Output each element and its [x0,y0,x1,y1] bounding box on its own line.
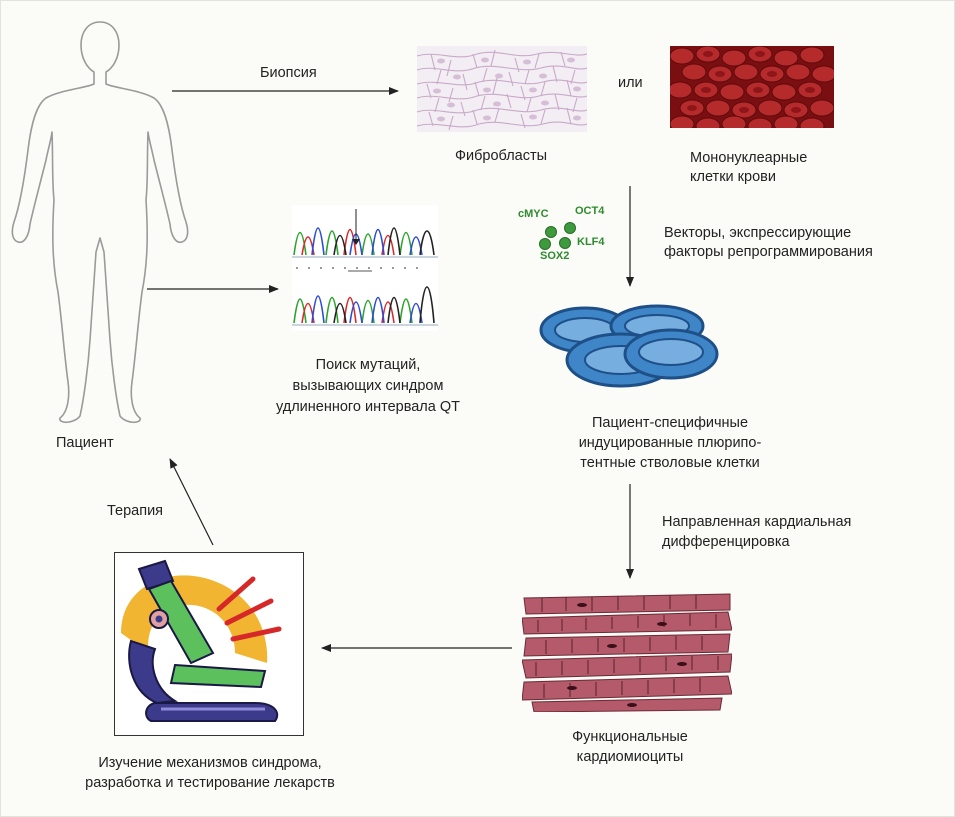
label-blood-cells-1: Мононуклеарные [690,150,808,166]
label-ipsc-3: тентные стволовые клетки [580,455,760,471]
blood-cells-image [670,46,834,128]
label-study-2: разработка и тестирование лекарств [85,775,335,791]
label-patient: Пациент [56,435,114,451]
factor-sox2: SOX2 [540,250,570,262]
label-blood-cells-2: клетки крови [690,169,776,185]
cardiomyocytes-image [522,592,732,712]
label-ipsc-2: индуцированные плюрипо- [578,435,762,451]
label-study-1: Изучение механизмов синдрома, [98,755,322,771]
label-vectors-1: Векторы, экспрессирующие [664,225,852,241]
label-mutation-search-1: Поиск мутаций, [315,357,421,373]
label-mutation-search-2: вызывающих синдром [292,378,444,394]
microscope-icon [121,559,282,722]
label-vectors-2: факторы репрограммирования [664,244,873,260]
factor-oct4: OCT4 [575,205,605,217]
label-differentiation-1: Направленная кардиальная [662,514,852,530]
label-mutation-search-3: удлиненного интервала QT [275,399,460,415]
label-ipsc-1: Пациент-специфичные [591,415,749,431]
label-therapy: Терапия [107,503,164,519]
fibroblasts-image [417,46,587,132]
label-or: или [618,75,643,91]
sequencing-chromatogram-image [292,205,438,331]
microscope-frame [114,552,304,736]
label-cardiomyocytes-2: кардиомиоциты [576,749,684,765]
label-biopsy: Биопсия [260,65,317,81]
arrow-therapy [169,458,214,546]
label-cardiomyocytes-1: Функциональные [572,729,688,745]
factor-cmyc: cMYC [518,208,549,220]
ipsc-cells-image [539,304,719,388]
label-differentiation-2: дифференцировка [662,534,790,550]
label-fibroblasts: Фибробласты [455,148,548,164]
factor-klf4: KLF4 [577,236,605,248]
